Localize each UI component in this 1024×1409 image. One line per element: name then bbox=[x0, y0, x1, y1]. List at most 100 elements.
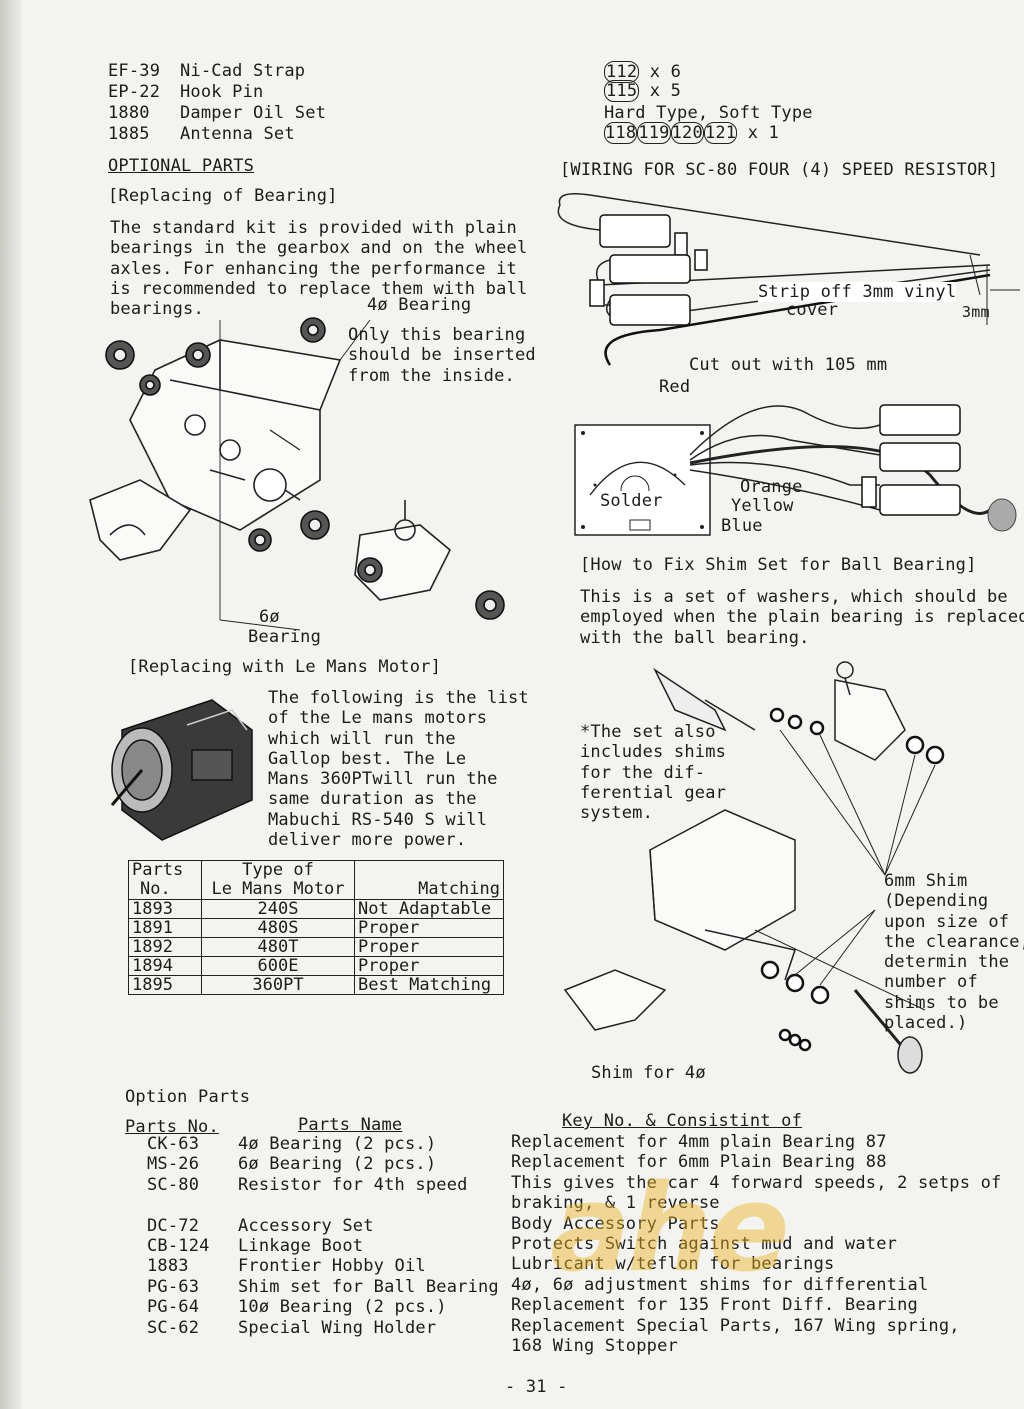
col-parts-name: Parts Name bbox=[298, 1115, 403, 1135]
cell-type: 480T bbox=[201, 937, 355, 957]
key-115: 115 bbox=[604, 80, 640, 102]
lemans-text-line: same duration as the bbox=[268, 789, 477, 810]
key-112: 112 bbox=[604, 61, 640, 83]
blue-label: Blue bbox=[721, 516, 763, 536]
option-part-no: PG-64 bbox=[147, 1297, 200, 1317]
bearing-note-line: Only this bearing bbox=[348, 325, 526, 345]
key-118: 118 bbox=[604, 122, 638, 144]
optional-parts-heading: OPTIONAL PARTS bbox=[108, 156, 255, 176]
option-part-name: Resistor for 4th speed bbox=[238, 1175, 468, 1195]
bearing-4-label: 4ø Bearing bbox=[367, 295, 472, 315]
shim-illustration bbox=[563, 661, 945, 1074]
bearing-text-line: is recommended to replace them with ball bbox=[110, 278, 528, 299]
key-121: 121 bbox=[703, 122, 738, 144]
lemans-text-line: The following is the list bbox=[268, 688, 529, 708]
bearing-6-label: 6ø bbox=[259, 607, 280, 627]
option-part-desc: Replacement for 135 Front Diff. Bearing bbox=[511, 1295, 918, 1315]
shim-6mm-line: 6mm Shim bbox=[884, 871, 968, 891]
option-part-desc: This gives the car 4 forward speeds, 2 s… bbox=[511, 1173, 1002, 1193]
option-part-desc: 4ø, 6ø adjustment shims for differential bbox=[511, 1275, 929, 1295]
red-label: Red bbox=[659, 377, 691, 397]
col-parts-no: Parts No. bbox=[125, 1117, 219, 1137]
option-part-no: SC-62 bbox=[147, 1318, 200, 1338]
option-part-name: Accessory Set bbox=[238, 1216, 374, 1236]
top-list-name: Ni-Cad Strap bbox=[180, 61, 306, 81]
shim-6mm-line: (Depending bbox=[884, 891, 989, 912]
key-120: 120 bbox=[670, 122, 704, 144]
lemans-text-line: Mans 360PTwill run the bbox=[268, 769, 498, 790]
cell-match: Proper bbox=[354, 956, 504, 976]
wiring-heading: [WIRING FOR SC-80 FOUR (4) SPEED RESISTO… bbox=[560, 160, 999, 180]
option-part-no: 1883 bbox=[147, 1256, 189, 1276]
option-part-name: 6ø Bearing (2 pcs.) bbox=[238, 1154, 437, 1174]
lemans-motor-illustration bbox=[110, 699, 253, 841]
shim-6mm-line: shims to be bbox=[884, 992, 999, 1013]
shim-text-line: employed when the plain bearing is repla… bbox=[580, 607, 1024, 628]
key-heading: Key No. & Consistint of bbox=[562, 1111, 803, 1131]
cell-no: 1893 bbox=[128, 899, 202, 919]
bearing-note-line: from the inside. bbox=[348, 365, 515, 386]
shim-note-line: ferential gear bbox=[580, 782, 727, 803]
option-part-name: 10ø Bearing (2 pcs.) bbox=[238, 1297, 447, 1317]
count-115: x 5 bbox=[649, 81, 682, 101]
lemans-text-line: of the Le mans motors bbox=[268, 708, 488, 729]
option-part-name: Frontier Hobby Oil bbox=[238, 1256, 426, 1276]
shim-4-label: Shim for 4ø bbox=[591, 1063, 706, 1083]
top-list-code: EF-39 bbox=[108, 61, 161, 81]
top-list-name: Antenna Set bbox=[180, 124, 295, 144]
shim-text-line: This is a set of washers, which should b… bbox=[580, 587, 1008, 607]
key-119: 119 bbox=[637, 122, 671, 144]
bearing-text-line: bearings in the gearbox and on the wheel bbox=[110, 238, 528, 259]
cell-match: Proper bbox=[354, 937, 504, 957]
cell-match: Not Adaptable bbox=[354, 899, 504, 919]
lemans-text-line: Gallop best. The Le bbox=[268, 748, 467, 769]
cell-type: 600E bbox=[201, 956, 355, 976]
bearing-note-line: should be inserted bbox=[348, 345, 536, 366]
col-no: No. bbox=[140, 879, 171, 899]
shim-count-112: 112 x 6 bbox=[604, 61, 682, 83]
wiring-illustration bbox=[557, 193, 1020, 536]
top-list-code: 1885 bbox=[108, 124, 150, 144]
col-type-2: Le Mans Motor bbox=[211, 879, 345, 899]
option-part-desc: Lubricant w/teflon for bearings bbox=[511, 1254, 835, 1274]
mm-label: 3mm bbox=[962, 303, 990, 321]
shim-note-line: *The set also bbox=[580, 722, 716, 742]
option-part-desc: 168 Wing Stopper bbox=[511, 1336, 678, 1356]
cell-type: 360PT bbox=[201, 975, 355, 995]
shim-6mm-line: placed.) bbox=[884, 1013, 968, 1034]
bearing-text-line: bearings. bbox=[110, 299, 204, 320]
cover-label: cover bbox=[786, 300, 839, 320]
shim-note-line: system. bbox=[580, 803, 654, 824]
strip-label: Strip off 3mm vinyl bbox=[758, 282, 957, 303]
option-part-name: Shim set for Ball Bearing bbox=[238, 1277, 499, 1297]
gearbox-bearing-illustration bbox=[89, 317, 505, 631]
page-number: - 31 - bbox=[505, 1377, 568, 1397]
option-part-name: Special Wing Holder bbox=[238, 1318, 437, 1338]
top-list-code: EP-22 bbox=[108, 82, 161, 102]
shim-6mm-line: upon size of bbox=[884, 911, 1010, 932]
bearing-6-label-2: Bearing bbox=[248, 627, 322, 647]
bearing-text-line: The standard kit is provided with plain bbox=[110, 218, 517, 238]
shim-paragraph: This is a set of washers, which should b… bbox=[580, 587, 1024, 648]
option-part-desc: Replacement for 4mm plain Bearing 87 bbox=[511, 1132, 887, 1152]
shim-text-line: with the ball bearing. bbox=[580, 627, 810, 648]
cell-type: 240S bbox=[201, 899, 355, 919]
bearing-text-line: axles. For enhancing the performance it bbox=[110, 258, 517, 279]
lemans-heading: [Replacing with Le Mans Motor] bbox=[128, 657, 442, 677]
binder-edge bbox=[0, 0, 22, 1409]
solder-label: Solder bbox=[600, 491, 663, 512]
shim-note-line: for the dif- bbox=[580, 762, 706, 783]
option-part-desc: Protects Switch against mud and water bbox=[511, 1234, 898, 1254]
option-parts-title: Option Parts bbox=[125, 1087, 251, 1107]
count-112: x 6 bbox=[649, 62, 682, 82]
